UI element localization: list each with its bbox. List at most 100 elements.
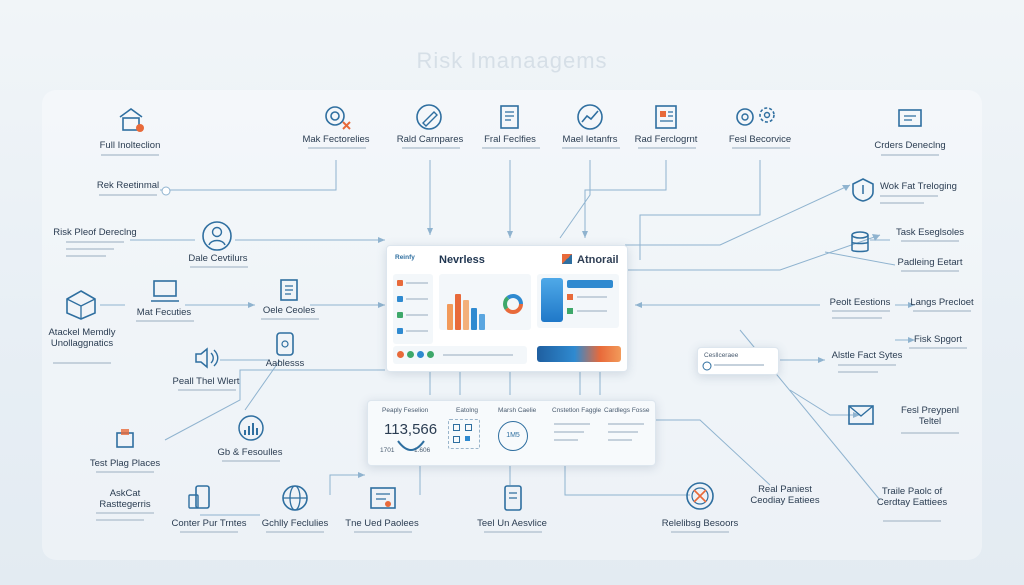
shield-icon: [852, 178, 874, 202]
label-task: Task Eseglsoles: [895, 227, 965, 238]
label-subtext: [732, 147, 790, 149]
label-subtext: [880, 202, 924, 204]
metric-sub-a: 1701: [380, 447, 395, 454]
label-orders-denecling: Crders Deneclng: [874, 140, 946, 151]
label-fisk: Fisk Spgort: [913, 334, 963, 345]
devices-icon: [188, 485, 210, 509]
top-label-4: Mael Ietanfrs: [562, 134, 618, 145]
label-subtext: [482, 147, 540, 149]
certificate-icon: [370, 487, 396, 509]
label-subtext: [880, 195, 938, 197]
label-atstle: Alstle Fact Sytes: [831, 350, 903, 361]
gauge-arc: [397, 440, 425, 451]
heat-strip: [537, 346, 621, 362]
bottom-label-2: Gchlly Feclulies: [261, 518, 329, 529]
side-card-icon: [702, 361, 712, 371]
label-padling: Padleing Eetart: [897, 257, 963, 268]
label-subtext: [881, 154, 939, 156]
label-subtext: [96, 512, 154, 514]
brand-logo-icon: [562, 254, 572, 264]
phone-icon: [276, 332, 294, 356]
top-label-5: Rad Ferclogrnt: [634, 134, 698, 145]
label-subtext: [180, 531, 238, 533]
building-icon: [119, 108, 144, 132]
trend-chart-icon: [577, 104, 603, 130]
label-mat-fecuties: Mat Fecuties: [136, 307, 192, 318]
label-subtext: [354, 531, 412, 533]
laptop-icon: [151, 280, 179, 302]
target-icon: [325, 106, 351, 130]
bar-chart-icon: [238, 415, 264, 441]
label-risk-prof: Risk Pleof Dereclng: [53, 227, 137, 238]
side-card[interactable]: Cesllceraee: [697, 347, 779, 375]
top-label-2: Rald Carnpares: [396, 134, 464, 145]
label-thal: Real Paniest Ceodiay Eatiees: [750, 484, 820, 506]
top-label-1: Mak Fectorelies: [302, 134, 370, 145]
label-subtext: [66, 248, 114, 250]
bar: [455, 294, 461, 330]
label-subtext: [484, 531, 542, 533]
label-ode-ceoles: Oele Ceoles: [262, 305, 316, 316]
label-subtext: [222, 460, 280, 462]
step-4-label: Cardlegs Fosse: [604, 407, 650, 414]
label-subtext: [66, 255, 106, 257]
label-trade: Traile Paolc of Cerdtay Eattiees: [876, 486, 948, 508]
box-icon: [66, 290, 96, 320]
label-full-inolteclion: Full Inolteclion: [99, 140, 161, 151]
label-subtext: [66, 241, 124, 243]
sound-wave-icon: [195, 347, 219, 369]
label-subtext: [136, 320, 194, 322]
label-subtext: [909, 347, 967, 349]
report-icon: [655, 105, 677, 129]
user-icon: [202, 221, 232, 251]
label-risk-restaurant: Rek Reetinmal: [96, 180, 160, 191]
database-stack-icon: [851, 231, 869, 253]
label-subtext: [261, 318, 319, 320]
label-pealt: Peolt Eestions: [829, 297, 891, 308]
label-dale-cevtilurs: Dale Cevtilurs: [188, 253, 248, 264]
label-subtext: [901, 432, 959, 434]
bar-chart: [439, 274, 531, 330]
label-subtext: [53, 362, 111, 364]
label-subtext: [96, 471, 154, 473]
dashboard-left-title: Nevrless: [439, 254, 485, 266]
label-aablesss: Aablesss: [265, 358, 305, 369]
document-icon: [500, 105, 519, 129]
label-gb-fesoulles: Gb & Fesoulles: [217, 447, 283, 458]
bar: [479, 314, 485, 330]
label-subtext: [266, 531, 324, 533]
dashboard-card[interactable]: Reinfy Nevrless Atnorail: [386, 245, 628, 372]
label-subtext: [913, 310, 971, 312]
label-subtext: [883, 520, 941, 522]
status-row: [393, 346, 527, 364]
dashboard-right-title: Atnorail: [577, 254, 619, 266]
bottom-label-4: Teel Un Aesvlice: [477, 518, 547, 529]
dashboard-sidebar: [393, 274, 433, 344]
label-wok: Wok Fat Treloging: [880, 181, 957, 192]
step-2-label: Marsh Caelie: [498, 407, 537, 414]
label-subtext: [638, 147, 696, 149]
right-panel: [537, 274, 619, 328]
metric-sub-b: 1.606: [414, 447, 431, 454]
label-attack: Atackel Memdly Unollaggnatics: [48, 327, 116, 349]
bottom-label-3: Tne Ued Paolees: [345, 518, 419, 529]
package-icon: [116, 429, 134, 448]
label-subtext: [832, 310, 890, 312]
label-subtext: [178, 389, 236, 391]
side-card-label: Cesllceraee: [704, 352, 739, 359]
metric-label: Peaply Feselion: [382, 407, 429, 414]
top-label-3: Fral Feclfies: [484, 134, 536, 145]
label-subtext: [901, 240, 959, 242]
process-panel[interactable]: Peaply Feselion 113,566 1701 1.606 Eatol…: [367, 400, 656, 466]
label-asket: AskCat Rasttegerris: [99, 488, 151, 510]
bottom-label-5: Relelibsg Besoors: [661, 518, 739, 529]
label-langs: Langs Precloet: [910, 297, 974, 308]
label-subtext: [96, 519, 144, 521]
database-icon: [504, 485, 522, 511]
label-subtext: [308, 147, 366, 149]
label-subtext: [402, 147, 460, 149]
label-subtext: [671, 531, 729, 533]
label-subtext: [190, 266, 248, 268]
bar: [471, 308, 477, 330]
